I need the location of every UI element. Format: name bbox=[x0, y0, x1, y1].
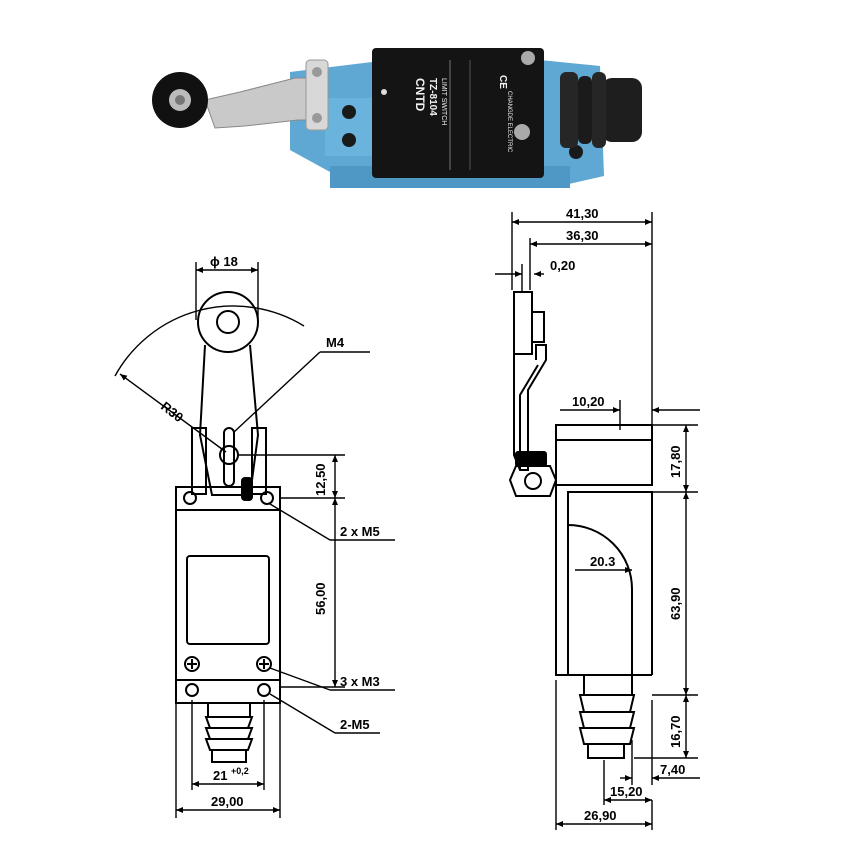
ce-mark: CE bbox=[497, 75, 508, 89]
model-label: TZ-8104 bbox=[427, 78, 438, 116]
dim-pivot-height: 12,50 bbox=[313, 463, 328, 496]
front-labels: ϕ 18 M4 R30 12,50 2 x M5 56,00 3 x M3 2-… bbox=[158, 254, 380, 809]
front-body bbox=[175, 509, 281, 704]
dim-hole-spacing-tolerance: +0,2 bbox=[231, 766, 249, 776]
dim-top-mounting-holes: 2 x M5 bbox=[340, 524, 380, 539]
roller-wheel bbox=[152, 72, 208, 128]
side-labels: 41,30 36,30 0,20 10,20 17,80 20.3 63,90 … bbox=[550, 206, 685, 823]
dim-cover-screws: 3 x M3 bbox=[340, 674, 380, 689]
dim-arc-radius: 20.3 bbox=[590, 554, 615, 569]
rubber-boot bbox=[560, 72, 642, 148]
dim-roller-diameter: ϕ 18 bbox=[210, 254, 238, 269]
front-roller bbox=[197, 291, 259, 353]
side-head bbox=[555, 424, 653, 486]
brand-label: CNTD bbox=[413, 78, 427, 112]
product-type-label: LIMIT SWITCH bbox=[440, 78, 447, 125]
maker-label: CHANGDE ELECTRIC bbox=[506, 91, 512, 153]
front-window bbox=[186, 555, 270, 645]
front-view bbox=[175, 291, 281, 763]
side-lever bbox=[508, 291, 558, 497]
dim-boot-offset: 7,40 bbox=[660, 762, 685, 777]
switch-body bbox=[372, 48, 544, 178]
dim-base-depth: 26,90 bbox=[584, 808, 617, 823]
front-boot bbox=[204, 702, 254, 763]
dim-arm-thickness: 0,20 bbox=[550, 258, 575, 273]
dim-arm-radius: R30 bbox=[158, 399, 186, 426]
dim-boot-depth: 15,20 bbox=[610, 784, 643, 799]
dim-bottom-mounting-holes: 2-M5 bbox=[340, 717, 370, 732]
side-dimensions bbox=[495, 212, 700, 830]
dim-pivot-thread: M4 bbox=[326, 335, 345, 350]
side-view bbox=[508, 291, 653, 759]
dim-body-height-side: 63,90 bbox=[668, 587, 683, 620]
dim-body-height: 56,00 bbox=[313, 582, 328, 615]
dim-arm-depth: 36,30 bbox=[566, 228, 599, 243]
front-dimensions bbox=[114, 262, 395, 818]
dim-head-height: 17,80 bbox=[668, 445, 683, 478]
dim-head-offset: 10,20 bbox=[572, 394, 605, 409]
dim-boot-height: 16,70 bbox=[668, 715, 683, 748]
lever-arm bbox=[204, 59, 329, 131]
dim-total-depth: 41,30 bbox=[566, 206, 599, 221]
product-photo: CNTD TZ-8104 LIMIT SWITCH CE CHANGDE ELE… bbox=[152, 48, 642, 188]
dim-body-width: 29,00 bbox=[211, 794, 244, 809]
dim-hole-spacing: 21 bbox=[213, 768, 227, 783]
side-body bbox=[555, 485, 653, 676]
side-boot bbox=[578, 674, 636, 759]
